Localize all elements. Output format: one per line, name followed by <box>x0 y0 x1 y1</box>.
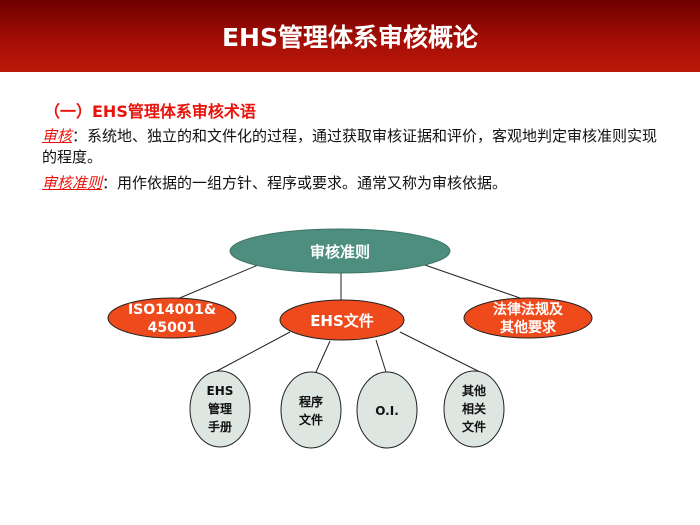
node-label: 文件 <box>299 412 323 427</box>
node-label: EHS文件 <box>310 312 374 330</box>
node-laws: 法律法规及 其他要求 <box>463 297 593 339</box>
node-ehs-documents: EHS文件 <box>279 299 405 341</box>
node-label: 其他要求 <box>500 319 557 336</box>
node-label: 其他 <box>462 383 486 398</box>
node-label: 法律法规及 <box>493 301 564 318</box>
node-label: 45001 <box>148 320 197 336</box>
node-other-documents: 其他 相关 文件 <box>443 370 505 448</box>
connector <box>399 331 481 373</box>
node-iso: ISO14001& 45001 <box>107 297 237 339</box>
definition-audit-criteria: 审核准则：用作依据的一组方针、程序或要求。通常又称为审核依据。 <box>42 173 672 194</box>
definition-text: ：系统地、独立的和文件化的过程，通过获取审核证据和评价，客观地判定审核准则实现的… <box>42 127 658 166</box>
node-ehs-manual: EHS 管理 手册 <box>189 370 251 448</box>
node-label: 文件 <box>462 419 486 434</box>
node-label: 手册 <box>208 419 232 434</box>
connector <box>174 264 259 301</box>
connector <box>375 339 387 373</box>
node-label: ISO14001& <box>128 302 216 318</box>
node-label: EHS <box>207 384 234 398</box>
slide-header: EHS管理体系审核概论 <box>0 0 700 72</box>
node-label: 管理 <box>208 401 232 416</box>
definition-text: ：用作依据的一组方针、程序或要求。通常又称为审核依据。 <box>102 174 508 192</box>
node-label: O.I. <box>375 404 399 418</box>
connector <box>214 331 291 373</box>
section-heading: （一）EHS管理体系审核术语 <box>44 102 256 121</box>
connector <box>421 263 521 299</box>
connector <box>315 340 331 373</box>
definition-audit: 审核：系统地、独立的和文件化的过程，通过获取审核证据和评价，客观地判定审核准则实… <box>42 126 672 168</box>
node-label: 相关 <box>462 401 486 416</box>
node-root: 审核准则 <box>229 228 451 274</box>
node-label: 审核准则 <box>310 243 370 261</box>
definition-term: 审核准则 <box>42 174 103 192</box>
node-oi: O.I. <box>356 371 418 449</box>
node-label: 程序 <box>299 394 323 409</box>
node-procedures: 程序 文件 <box>280 371 342 449</box>
connector-lines <box>174 263 521 373</box>
definition-term: 审核 <box>42 127 73 145</box>
slide-title: EHS管理体系审核概论 <box>221 23 478 52</box>
